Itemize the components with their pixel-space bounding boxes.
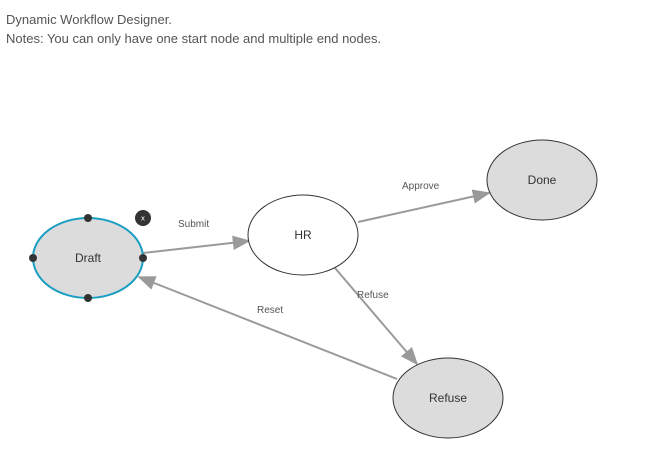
page-notes: Notes: You can only have one start node … [6, 31, 382, 46]
page-title: Dynamic Workflow Designer. [6, 12, 172, 27]
edge-label-submit: Submit [178, 219, 209, 230]
resize-handle-top[interactable] [84, 214, 92, 222]
resize-handle-right[interactable] [139, 254, 147, 262]
edge-submit[interactable]: Submit [142, 219, 251, 254]
edge-label-refuse: Refuse [357, 290, 389, 301]
edge-refuse[interactable]: Refuse [334, 267, 419, 366]
node-refuse[interactable]: Refuse [392, 357, 504, 439]
node-draft[interactable]: Draft [32, 217, 144, 299]
edge-label-reset: Reset [257, 305, 283, 316]
node-label-draft: Draft [75, 251, 102, 265]
edge-reset[interactable]: Reset [137, 276, 398, 380]
node-hr[interactable]: HR [247, 194, 359, 276]
resize-handle-bottom[interactable] [84, 294, 92, 302]
node-done[interactable]: Done [486, 139, 598, 221]
page-header: Dynamic Workflow Designer. Notes: You ca… [6, 10, 381, 48]
node-label-hr: HR [294, 228, 312, 242]
node-label-refuse: Refuse [429, 391, 467, 405]
delete-node-button[interactable]: x [135, 210, 151, 226]
edge-label-approve: Approve [402, 181, 440, 192]
edge-approve[interactable]: Approve [357, 181, 491, 223]
resize-handle-left[interactable] [29, 254, 37, 262]
node-label-done: Done [528, 173, 557, 187]
close-icon: x [141, 215, 145, 223]
